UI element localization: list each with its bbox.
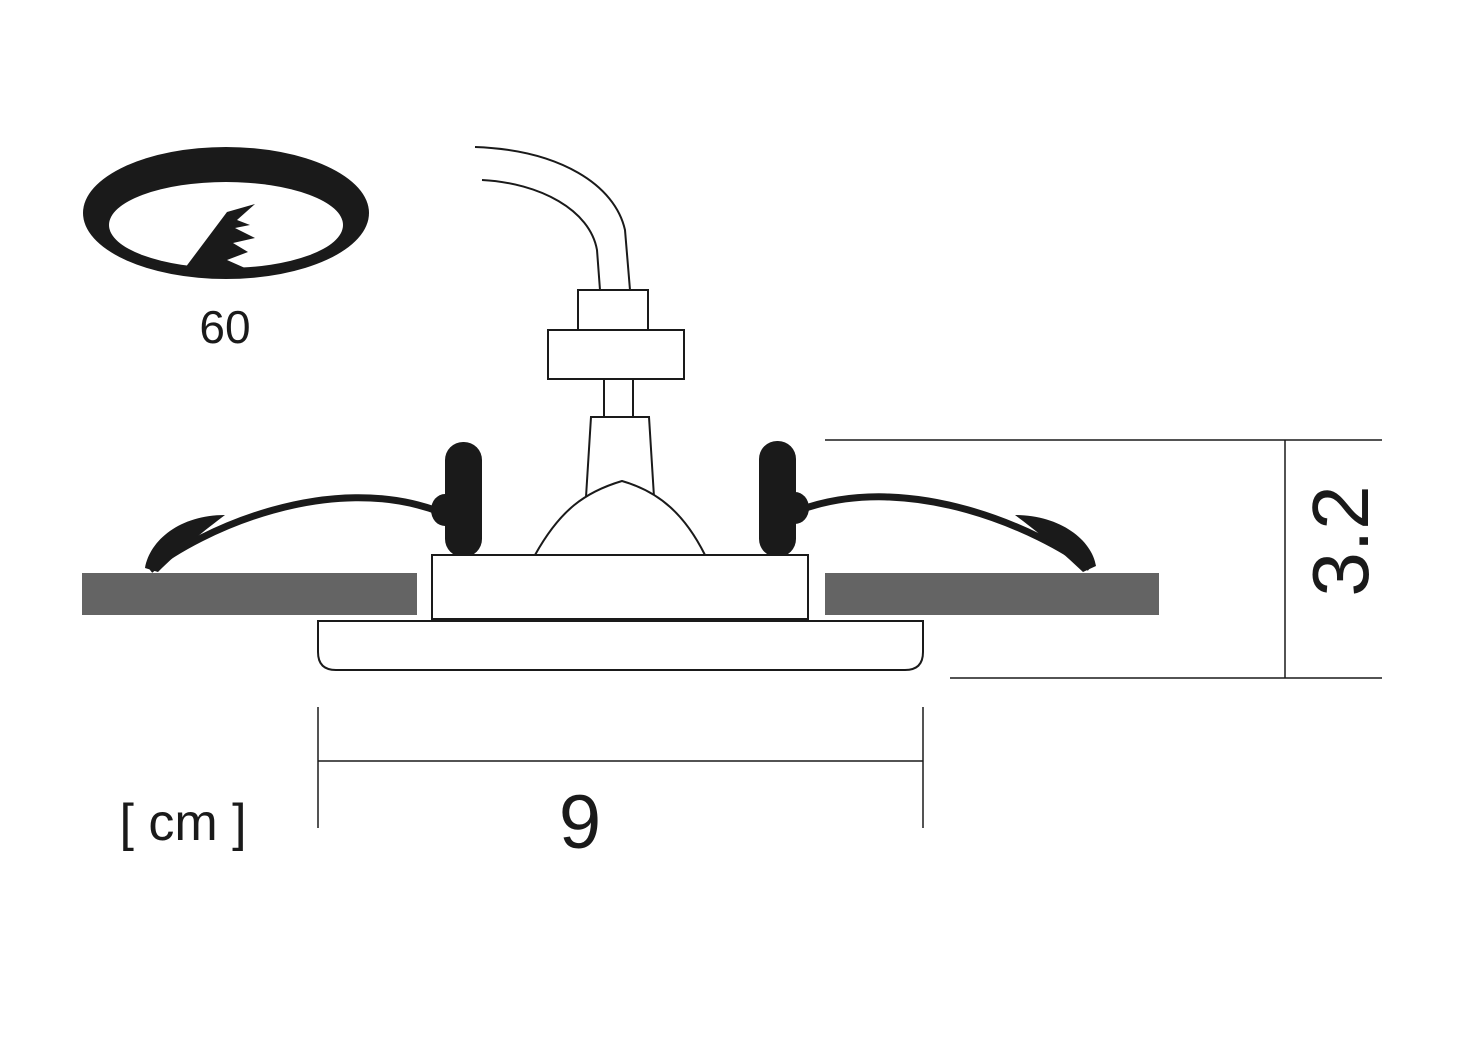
height-dimension [825, 439, 1382, 679]
fixture-housing [431, 554, 809, 620]
connector [547, 289, 685, 417]
ceiling-cutout-saw-icon [83, 147, 369, 279]
lamp-bulb [533, 416, 707, 556]
ceiling-left [82, 573, 417, 615]
height-value: 3.2 [1296, 485, 1385, 596]
power-cable [474, 146, 631, 291]
fixture-flange [317, 620, 924, 671]
width-dimension [317, 707, 924, 828]
unit-label: [ cm ] [119, 794, 246, 852]
spring-clips [145, 441, 1096, 573]
ceiling-right [825, 573, 1159, 615]
width-value: 9 [559, 780, 601, 865]
cutout-diameter-label: 60 [199, 301, 250, 353]
